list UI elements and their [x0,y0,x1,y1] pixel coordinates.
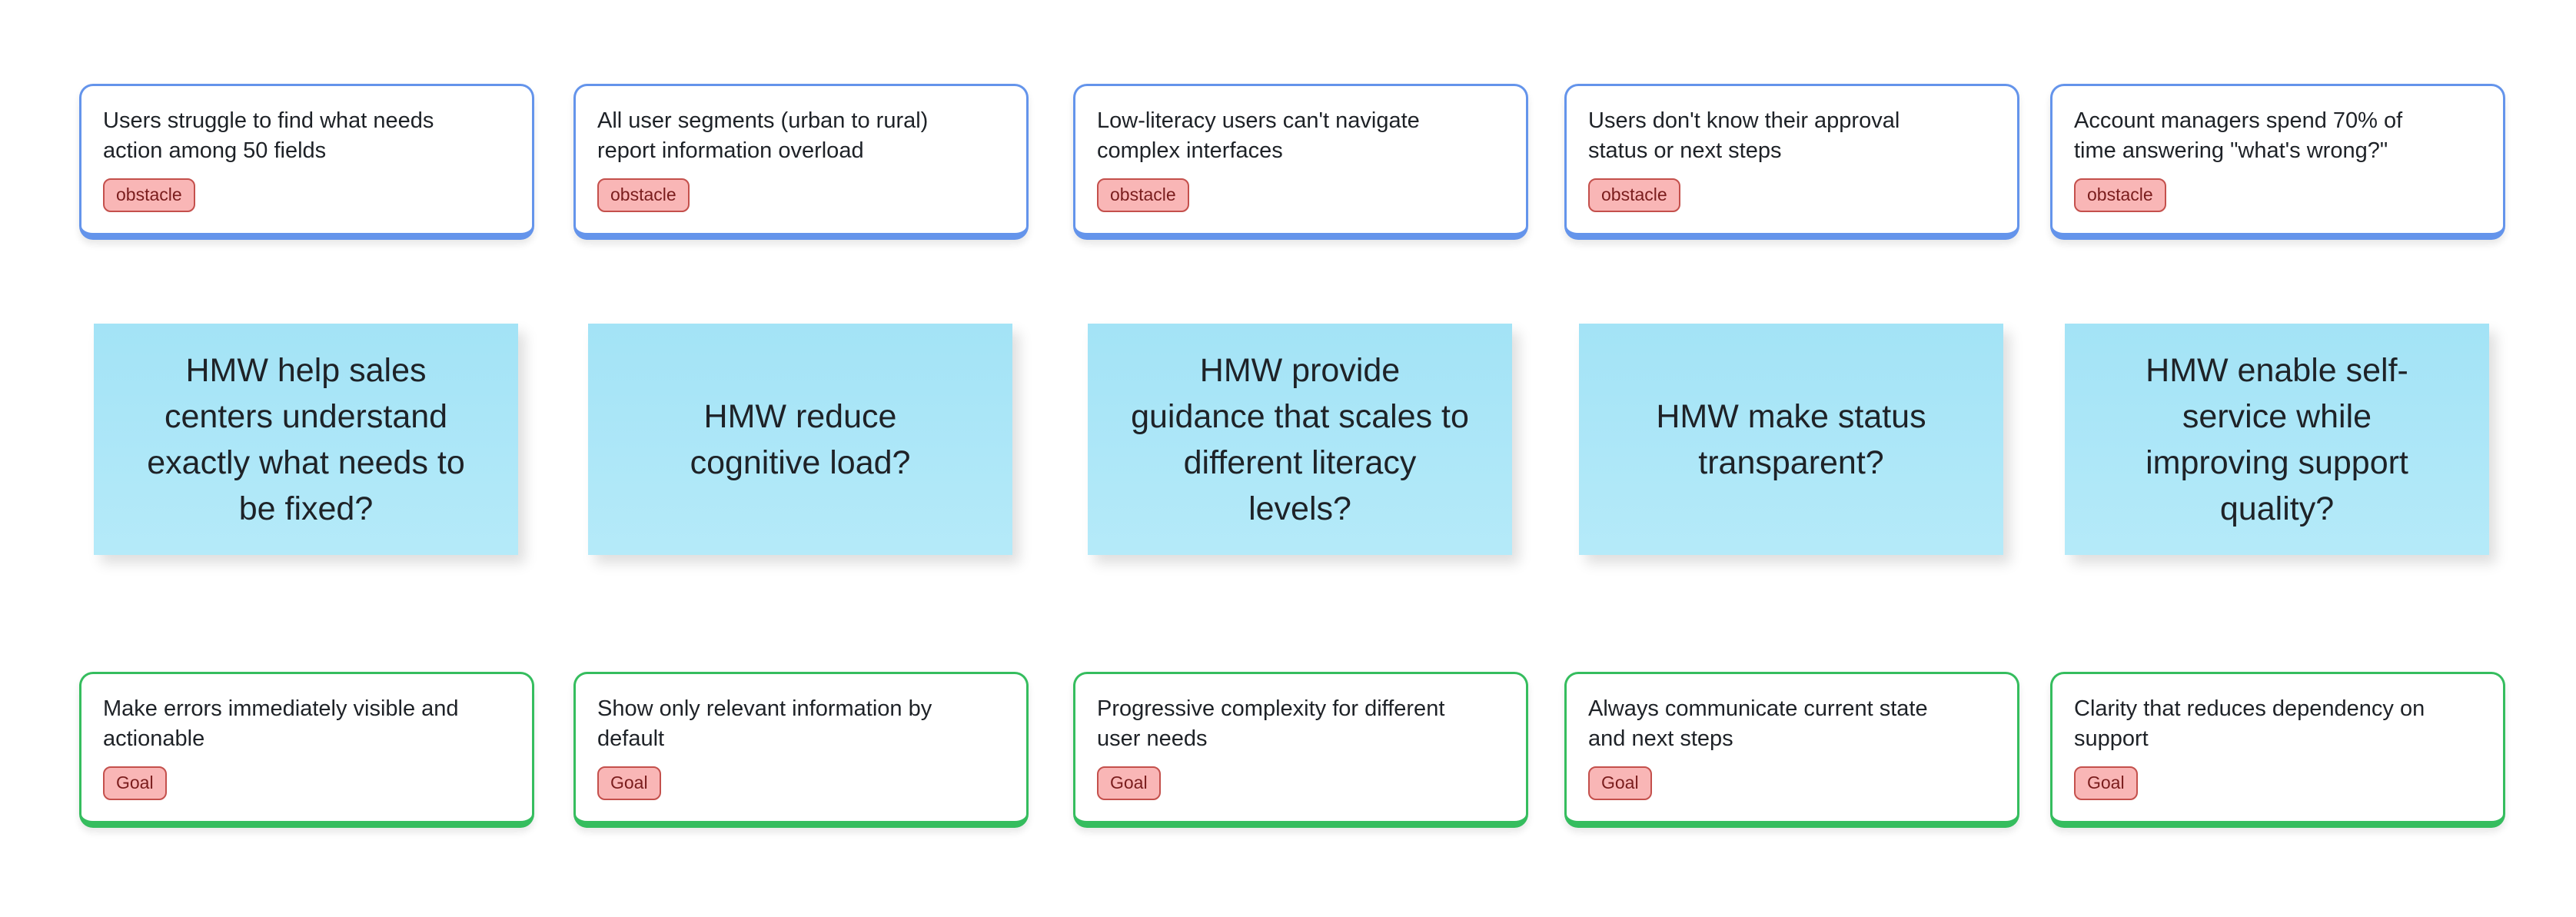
obstacle-card[interactable]: Users don't know their approval status o… [1564,84,2019,240]
hmw-sticky-note[interactable]: HMW make status transparent? [1579,324,2003,555]
obstacle-card[interactable]: Low-literacy users can't navigate comple… [1073,84,1528,240]
hmw-sticky-note[interactable]: HMW reduce cognitive load? [588,324,1012,555]
goal-card[interactable]: Always communicate current state and nex… [1564,672,2019,828]
sticky-text: HMW enable self- service while improving… [2146,351,2408,527]
card-text: Make errors immediately visible and acti… [103,696,459,751]
card-text: All user segments (urban to rural) repor… [597,108,929,163]
sticky-text: HMW help sales centers understand exactl… [147,351,465,527]
obstacle-badge: obstacle [103,178,195,212]
obstacle-badge: obstacle [1097,178,1189,212]
goal-badge: Goal [103,766,167,800]
goal-badge: Goal [1097,766,1161,800]
goal-card[interactable]: Clarity that reduces dependency on suppo… [2050,672,2505,828]
hmw-sticky-note[interactable]: HMW enable self- service while improving… [2065,324,2489,555]
card-text: Always communicate current state and nex… [1588,696,1928,751]
card-text: Progressive complexity for different use… [1097,696,1445,751]
sticky-text: HMW reduce cognitive load? [690,397,911,481]
card-text: Users struggle to find what needs action… [103,108,434,163]
obstacle-badge: obstacle [1588,178,1680,212]
card-text: Users don't know their approval status o… [1588,108,1900,163]
hmw-sticky-note[interactable]: HMW help sales centers understand exactl… [94,324,518,555]
goal-badge: Goal [1588,766,1652,800]
obstacle-badge: obstacle [2074,178,2166,212]
obstacle-badge: obstacle [597,178,690,212]
obstacle-card[interactable]: Account managers spend 70% of time answe… [2050,84,2505,240]
goal-badge: Goal [2074,766,2138,800]
sticky-text: HMW make status transparent? [1656,397,1926,481]
card-text: Clarity that reduces dependency on suppo… [2074,696,2425,751]
obstacle-card[interactable]: All user segments (urban to rural) repor… [573,84,1029,240]
goal-badge: Goal [597,766,661,800]
goal-card[interactable]: Show only relevant information by defaul… [573,672,1029,828]
card-text: Show only relevant information by defaul… [597,696,932,751]
goal-card[interactable]: Progressive complexity for different use… [1073,672,1528,828]
obstacle-card[interactable]: Users struggle to find what needs action… [79,84,534,240]
card-text: Low-literacy users can't navigate comple… [1097,108,1420,163]
hmw-sticky-note[interactable]: HMW provide guidance that scales to diff… [1088,324,1512,555]
goal-card[interactable]: Make errors immediately visible and acti… [79,672,534,828]
card-text: Account managers spend 70% of time answe… [2074,108,2403,163]
sticky-text: HMW provide guidance that scales to diff… [1131,351,1469,527]
